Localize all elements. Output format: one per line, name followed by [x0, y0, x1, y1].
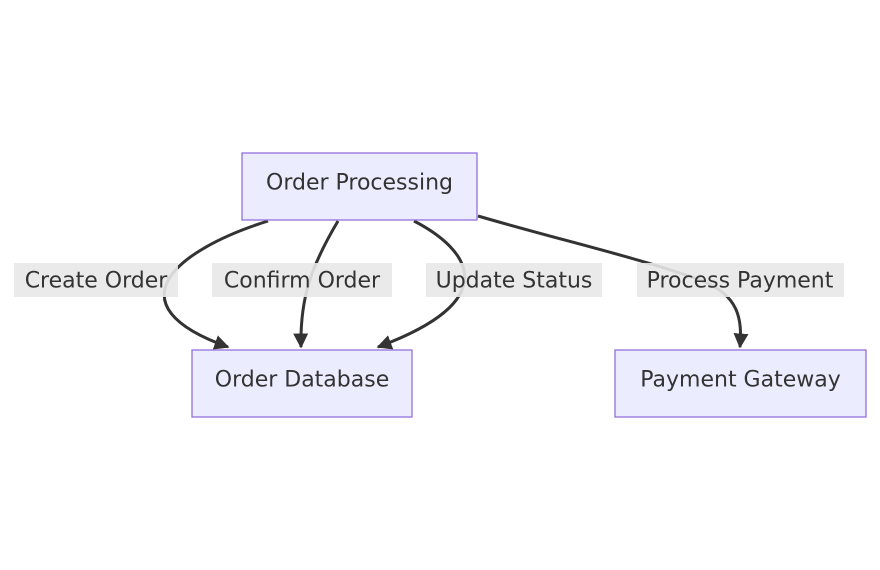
edge-label-create-order: Create Order: [14, 263, 178, 297]
edge-label-confirm-order-text: Confirm Order: [224, 269, 381, 294]
node-order-database[interactable]: Order Database: [191, 349, 413, 418]
node-order-database-label: Order Database: [215, 368, 390, 393]
edge-label-update-status-text: Update Status: [436, 269, 593, 294]
edge-label-update-status: Update Status: [426, 263, 602, 297]
edge-label-create-order-text: Create Order: [25, 269, 169, 294]
edge-label-process-payment: Process Payment: [637, 263, 844, 297]
edge-label-process-payment-text: Process Payment: [647, 269, 834, 294]
node-payment-gateway-label: Payment Gateway: [640, 368, 841, 393]
node-order-processing[interactable]: Order Processing: [241, 152, 478, 221]
node-order-processing-label: Order Processing: [266, 171, 453, 196]
node-payment-gateway[interactable]: Payment Gateway: [614, 349, 867, 418]
edge-label-confirm-order: Confirm Order: [212, 263, 392, 297]
